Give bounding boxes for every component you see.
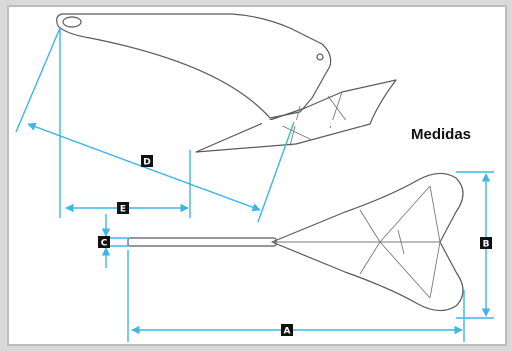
anchor-top-view [127,172,464,312]
dimension-label-b: B [480,237,492,250]
dimension-d-extension-left [15,27,61,133]
svg-text:E: E [120,205,126,215]
svg-text:D: D [143,158,150,168]
svg-text:C: C [101,239,108,249]
dimension-label-d: D [141,155,153,168]
svg-text:A: A [284,327,291,337]
shackle-hole-side [62,16,82,28]
anchor-fluke-side [195,79,397,153]
dimension-label-e: E [117,202,129,215]
diagram-frame [7,5,507,346]
diagram-title: Medidas [411,126,471,143]
anchor-side-view [56,13,397,153]
fluke-highlight-gap [262,120,362,126]
dimension-label-a: A [281,324,293,337]
fluke-ribs-top [272,185,441,299]
dimension-label-c: C [98,236,110,249]
svg-text:B: B [483,240,490,250]
dimension-d-extension-right [257,121,295,223]
pivot-hole [316,53,324,61]
anchor-shank-side [56,13,332,119]
